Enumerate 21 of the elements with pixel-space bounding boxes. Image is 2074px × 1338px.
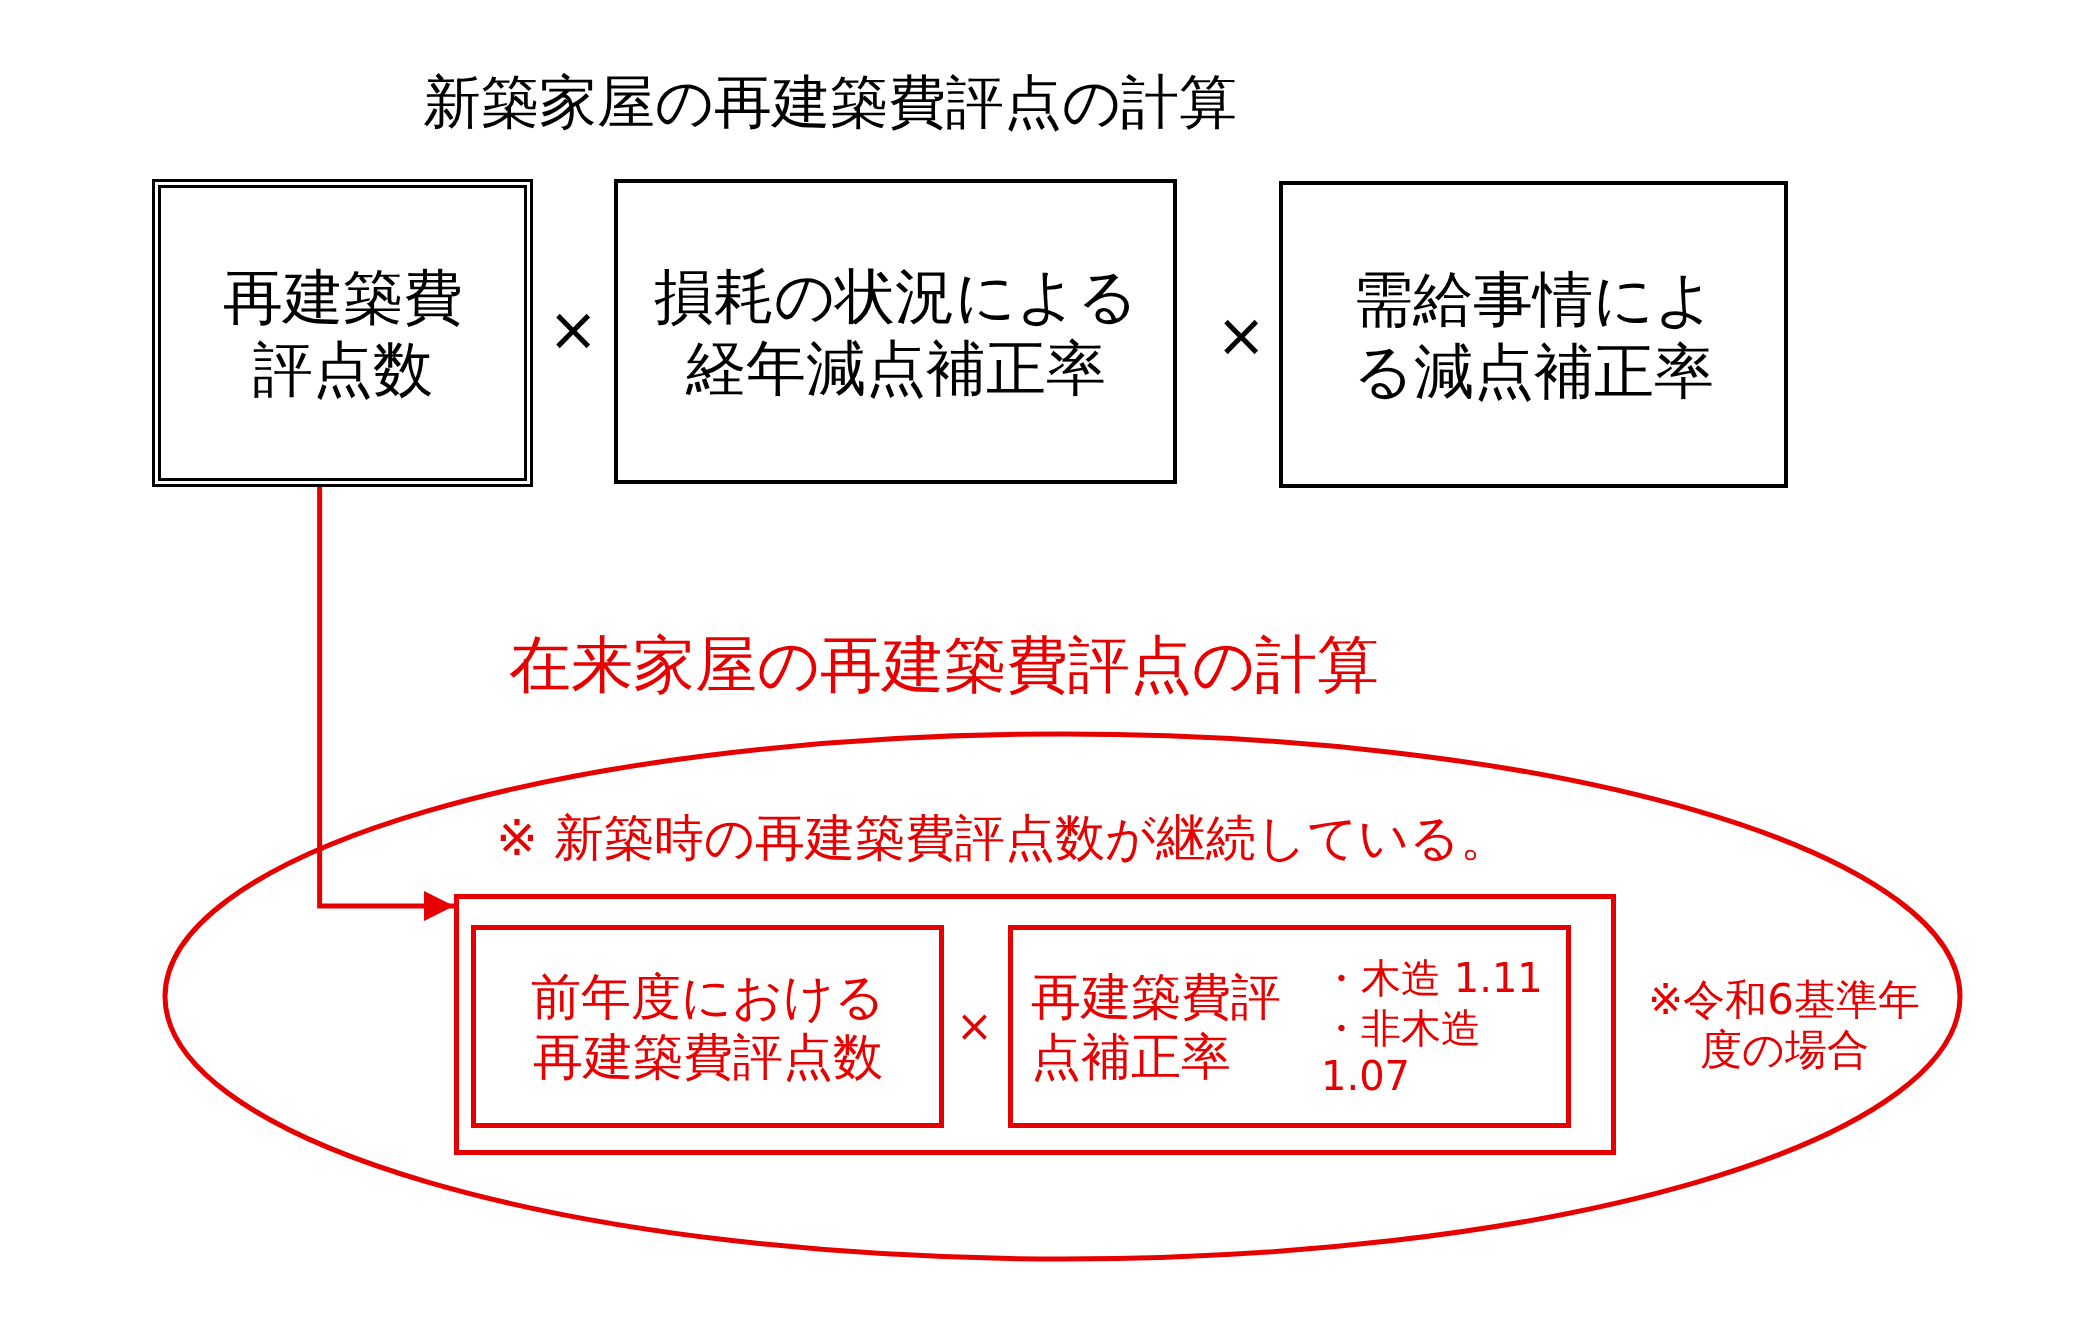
process-box — [614, 179, 1177, 484]
title: 新築家屋の再建築費評点の計算 — [423, 68, 1237, 138]
box-text: 前年度における再建築費評点数 — [529, 966, 886, 1087]
box-heading: 再建築費評点補正率 — [1031, 966, 1282, 1087]
formula-box — [471, 925, 944, 1128]
multiply-sign: × — [956, 1000, 993, 1053]
list-item: ・非木造 1.07 — [1321, 1003, 1482, 1100]
multiply-sign: × — [548, 293, 599, 365]
process-box — [152, 179, 533, 487]
box-text: 再建築費評点数 — [221, 261, 464, 405]
formula-box — [1008, 925, 1571, 1128]
arrow — [317, 487, 454, 921]
box-text: 損耗の状況による経年減点補正率 — [652, 259, 1139, 404]
section-title: 在来家屋の再建築費評点の計算 — [509, 628, 1379, 703]
list-item: ・木造 1.11 — [1321, 953, 1544, 1002]
note-text: ※令和6基準年度の場合 — [1647, 975, 1921, 1076]
note-text: ※ 新築時の再建築費評点数が継続している。 — [496, 808, 1510, 868]
outer-frame — [454, 894, 1616, 1155]
process-box — [1279, 181, 1788, 488]
box-text: 需給事情による減点補正率 — [1351, 262, 1716, 407]
multiply-sign: × — [1216, 299, 1267, 371]
